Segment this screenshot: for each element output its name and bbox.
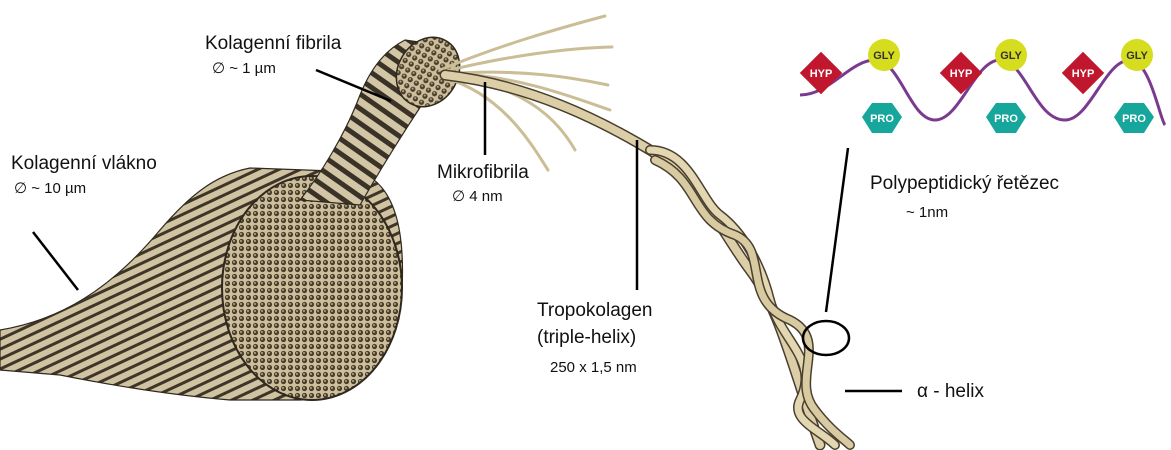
- gly-badge: GLY: [995, 39, 1027, 71]
- svg-text:PRO: PRO: [1122, 113, 1146, 125]
- tropocollagen-sub: (triple-helix): [537, 327, 636, 349]
- svg-text:GLY: GLY: [873, 50, 895, 62]
- fibril-label: Kolagenní fibrila: [205, 33, 341, 55]
- hyp-badge: HYP: [800, 52, 842, 94]
- polypeptide-label: Polypeptidický řetězec: [870, 173, 1059, 195]
- tropocollagen-size: 250 x 1,5 nm: [550, 359, 637, 376]
- gly-badge: GLY: [868, 39, 900, 71]
- pro-badge: PRO: [1114, 103, 1154, 133]
- gly-badge: GLY: [1121, 39, 1153, 71]
- fibril-size: ∅ ~ 1 µm: [212, 60, 276, 77]
- svg-text:HYP: HYP: [1072, 68, 1095, 80]
- svg-text:PRO: PRO: [870, 113, 894, 125]
- fiber-label: Kolagenní vlákno: [11, 153, 157, 175]
- alpha-helix-label: α - helix: [917, 381, 984, 403]
- pro-badge: PRO: [986, 103, 1026, 133]
- polypeptide-size: ~ 1nm: [906, 204, 948, 221]
- tropocollagen-label: Tropokolagen: [537, 300, 652, 322]
- pro-badge: PRO: [862, 103, 902, 133]
- hyp-badge: HYP: [1062, 52, 1104, 94]
- microfibril-label: Mikrofibrila: [437, 162, 529, 184]
- svg-text:PRO: PRO: [994, 113, 1018, 125]
- svg-text:HYP: HYP: [810, 68, 833, 80]
- fiber-size: ∅ ~ 10 µm: [14, 180, 86, 197]
- hyp-badge: HYP: [940, 52, 982, 94]
- svg-text:GLY: GLY: [1126, 50, 1148, 62]
- microfibril-size: ∅ 4 nm: [452, 188, 503, 205]
- svg-text:HYP: HYP: [950, 68, 973, 80]
- svg-text:GLY: GLY: [1000, 50, 1022, 62]
